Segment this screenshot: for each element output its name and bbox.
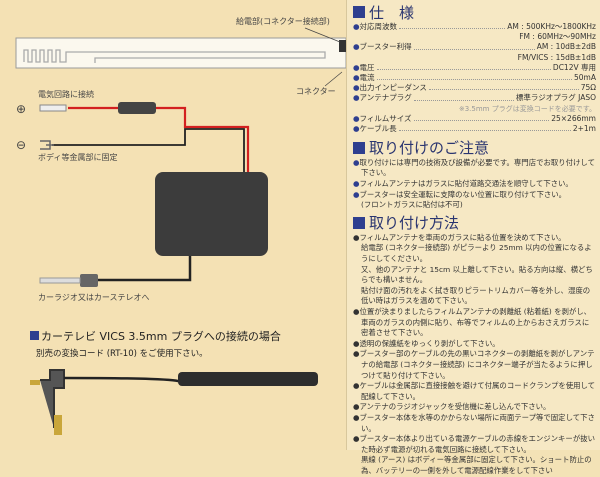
- caution-item: ●取り付けには専門の技術及び設備が必要です。専門店でお取り付けして下さい。: [353, 157, 595, 178]
- plus-symbol: ⊕: [16, 102, 27, 116]
- connector-label: コネクター: [296, 87, 336, 96]
- film-antenna: [15, 37, 346, 69]
- vics-heading: カーテレビ VICS 3.5mm プラグへの接続の場合: [30, 328, 281, 344]
- method-heading: 取り付け方法: [353, 213, 596, 233]
- method-item: ●ブースター部のケーブルの先の黒いコネクターの剥離紙を剥がしアンテナの給電部 (…: [353, 349, 595, 380]
- method-item: 又、他のアンテナと 15cm 以上離して下さい。貼る方向は縦、横どちらでも構いま…: [361, 264, 593, 285]
- spec-note: ※3.5mm プラグは変換コードを必要です。: [458, 104, 596, 113]
- black-wire: [52, 128, 245, 175]
- caution-item: ●フィルムアンテナはガラスに貼付道路交通法を順守して下さい。: [353, 179, 573, 189]
- method-list: ●フィルムアンテナを車両のガラスに貼る位置を決めて下さい。給電部 (コネクター接…: [353, 233, 596, 477]
- plus-terminal: [39, 104, 67, 112]
- method-item: ●アンテナのラジオジャックを受信機に差し込んで下さい。: [353, 402, 551, 412]
- red-wire: [68, 106, 250, 175]
- spec-row: ●アンテナプラグ標準ラジオプラグ JASO: [353, 93, 596, 103]
- method-item: ●位置が決まりましたらフィルムアンテナの剥離紙 (粘着紙) を剥がし、車両のガラ…: [353, 307, 592, 338]
- booster-box: [155, 172, 268, 256]
- vics-title: カーテレビ VICS 3.5mm プラグへの接続の場合: [41, 330, 281, 343]
- method-item: ●ケーブルは金属部に直接接触を避けて付属のコードクランプを使用して配線して下さい…: [353, 381, 596, 401]
- method-item: 給電部 (コネクター接続部) がピラーより 25mm 以内の位置になるようにして…: [361, 243, 592, 264]
- method-item: ●フィルムアンテナを車両のガラスに貼る位置を決めて下さい。: [353, 232, 566, 242]
- radio-plug: [80, 274, 98, 287]
- minus-terminal: [40, 140, 54, 150]
- conversion-cord: [178, 372, 318, 386]
- method-item: ●ブースター本体を水等のかからない場所に両面テープ等で固定して下さい。: [353, 412, 595, 433]
- plus-label: 電気回路に接続: [38, 90, 94, 99]
- diagram-drawing: [15, 27, 346, 435]
- caution-list: ●取り付けには専門の技術及び設備が必要です。専門店でお取り付けして下さい。●フィ…: [353, 158, 596, 211]
- spec-heading: 仕 様: [353, 2, 596, 22]
- feed-label: 給電部(コネクター接続部): [236, 17, 330, 26]
- vics-desc: 別売の変換コード (RT-10) をご使用下さい。: [36, 349, 208, 359]
- wiring-diagram: 給電部(コネクター接続部) コネクター 電気回路に接続 ⊕ ⊖ ボディ等金属部に…: [15, 17, 346, 435]
- minus-symbol: ⊖: [16, 138, 27, 152]
- l-plug: [40, 369, 65, 428]
- fuse-holder: [118, 102, 156, 114]
- spec-row-extra: FM : 60MHz〜90MHz: [519, 32, 596, 42]
- caution-heading: 取り付けのご注意: [353, 138, 596, 158]
- method-item: ●透明の保護紙をゆっくり剥がして下さい。: [353, 338, 500, 348]
- method-item: ●ブースター本体より出ている電源ケーブルの赤線をエンジンキーが抜いた時必ず電源が…: [353, 434, 595, 454]
- antenna-element: [23, 49, 326, 63]
- caution-item: (フロントガラスに貼付は不可): [361, 200, 463, 210]
- method-item: 貼付け面の汚れをよく拭き取りピラートリムカバー等を外し、湿度の低い時はガラスを温…: [361, 285, 591, 306]
- radio-label: カーラジオ又はカーステレオへ: [38, 293, 150, 302]
- method-item: 黒線 (アース) はボディー等金属部に固定して下さい。ショート防止の為、バッテリ…: [361, 455, 592, 475]
- spec-row-extra: FM/VICS : 15dB±1dB: [517, 52, 596, 62]
- minus-label: ボディ等金属部に固定: [38, 153, 118, 162]
- feed-point: [339, 40, 346, 52]
- caution-item: ●ブースターは安全運転に支障のない位置に取り付けて下さい。: [353, 189, 567, 199]
